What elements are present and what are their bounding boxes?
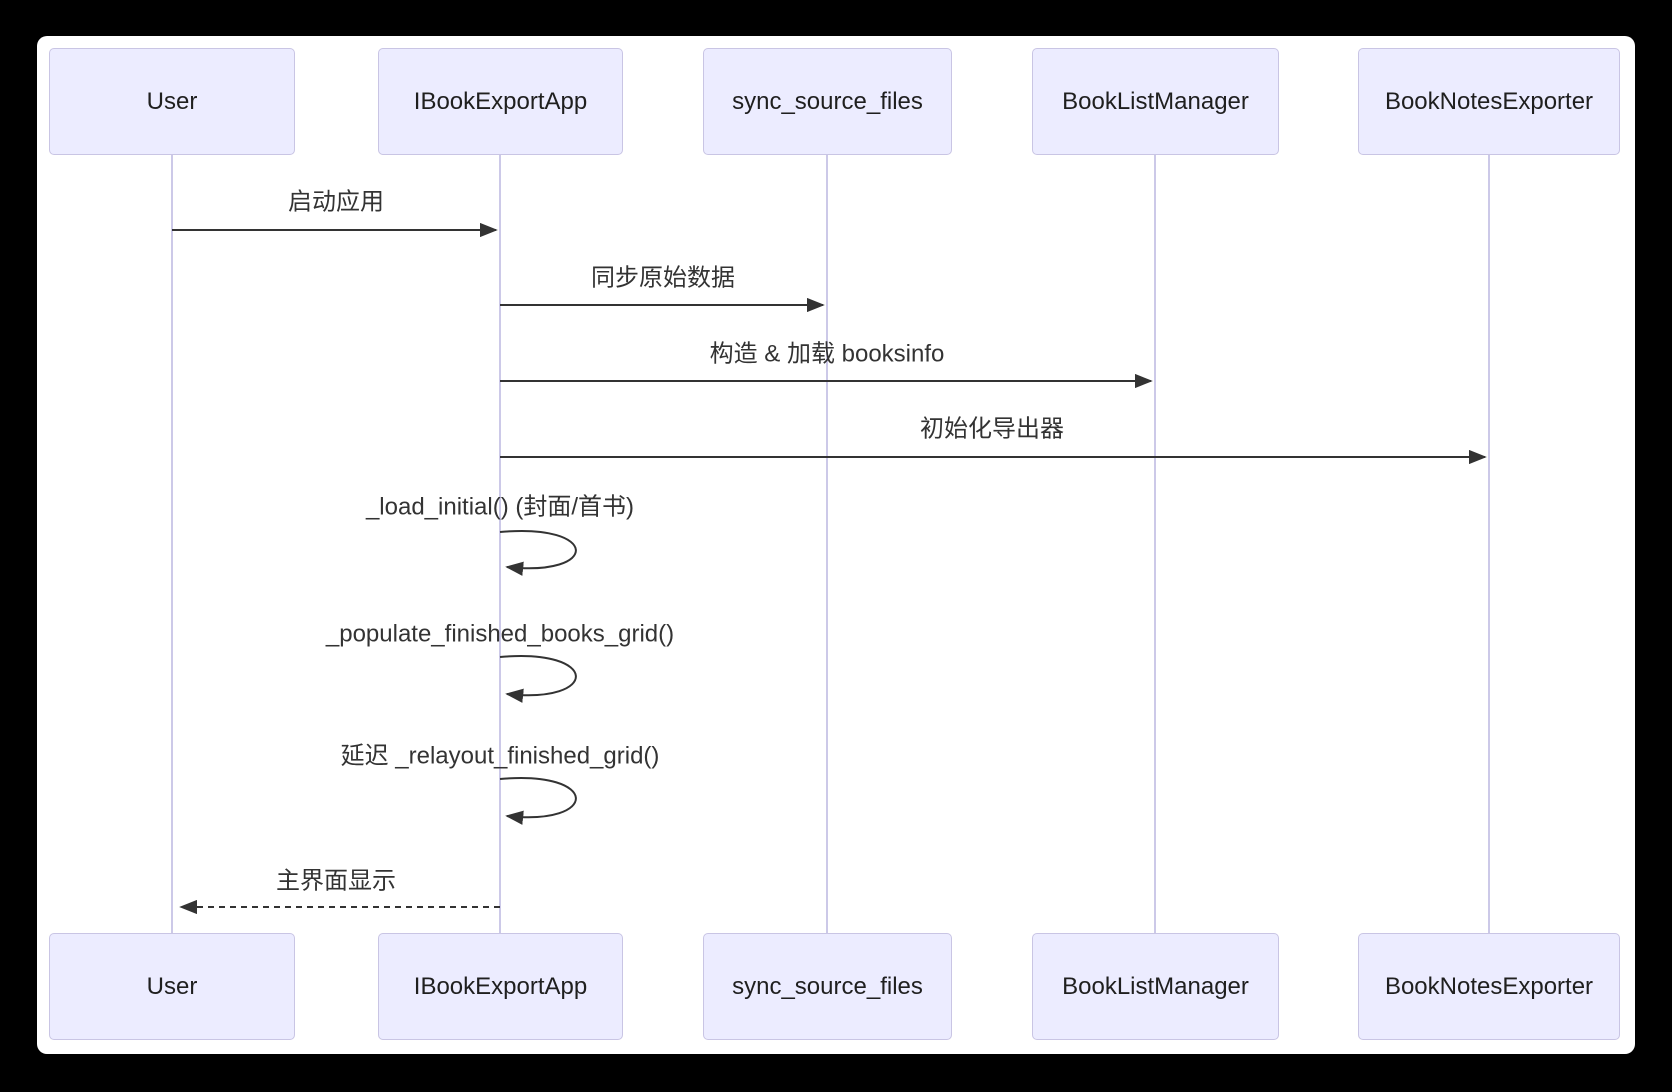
message-label-start-app: 启动应用 <box>288 188 384 216</box>
message-label-relayout-grid: 延迟 _relayout_finished_grid() <box>340 742 660 770</box>
actor-box-ibookexportapp-top: IBookExportApp <box>378 48 623 155</box>
self-loop-populate-grid <box>499 655 577 703</box>
message-label-show-main-ui: 主界面显示 <box>276 867 396 895</box>
actor-box-sync-source-files-bottom: sync_source_files <box>703 933 952 1040</box>
message-label-load-initial: _load_initial() (封面/首书) <box>365 493 635 521</box>
diagram-shapes-layer <box>171 155 1490 933</box>
message-label-populate-grid: _populate_finished_books_grid() <box>325 620 675 648</box>
actor-box-user-top: User <box>49 48 295 155</box>
actor-box-booknotesexporter-top: BookNotesExporter <box>1358 48 1620 155</box>
actor-box-ibookexportapp-bottom: IBookExportApp <box>378 933 623 1040</box>
actor-box-sync-source-files-top: sync_source_files <box>703 48 952 155</box>
message-label-load-booksinfo: 构造 & 加载 booksinfo <box>709 340 945 368</box>
message-label-sync-source-data: 同步原始数据 <box>591 264 735 292</box>
actor-box-user-bottom: User <box>49 933 295 1040</box>
message-label-init-exporter: 初始化导出器 <box>920 415 1064 443</box>
self-loop-load-initial <box>499 530 577 576</box>
actor-box-booklistmanager-bottom: BookListManager <box>1032 933 1279 1040</box>
actor-box-booknotesexporter-bottom: BookNotesExporter <box>1358 933 1620 1040</box>
diagram-canvas: User IBookExportApp sync_source_files Bo… <box>37 36 1635 1054</box>
actor-box-booklistmanager-top: BookListManager <box>1032 48 1279 155</box>
self-loop-relayout-grid <box>499 777 577 825</box>
